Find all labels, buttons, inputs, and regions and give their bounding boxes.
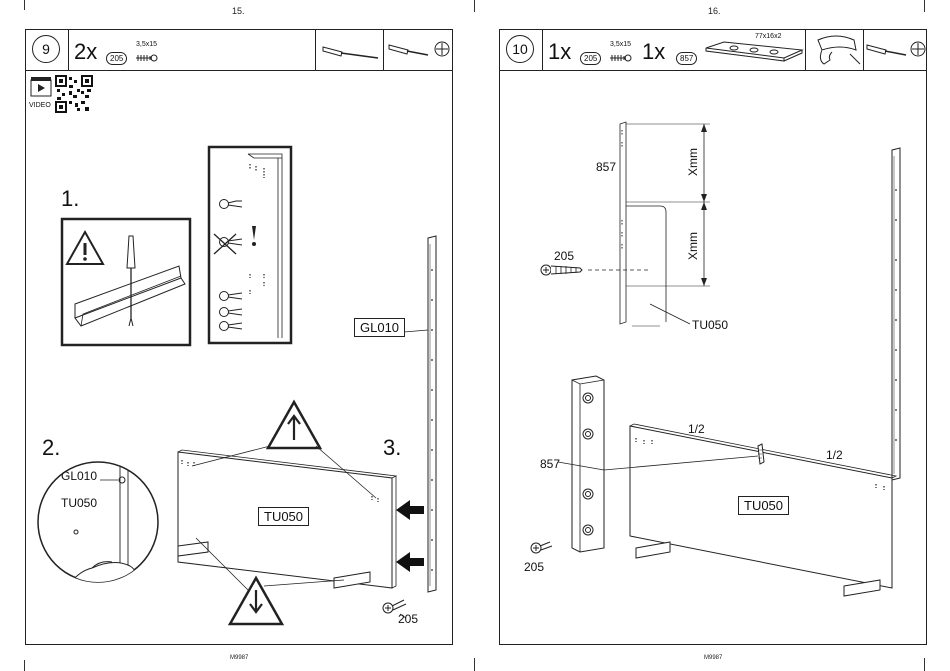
- label-half-left: 1/2: [688, 422, 705, 436]
- label-plate-857-top: 857: [596, 160, 616, 174]
- page-number-right: 16.: [708, 6, 721, 16]
- page-number-left: 15.: [232, 6, 245, 16]
- label-tu050-top: TU050: [692, 318, 728, 332]
- label-screw-205-top: 205: [554, 249, 574, 263]
- footer-code-right: M9987: [704, 655, 722, 661]
- footer-code-left: M9987: [230, 655, 248, 661]
- label-dimension-bottom: Xmm: [686, 232, 700, 260]
- label-tu050-panel: TU050: [258, 507, 309, 526]
- left-page-frame: 9 2x 205 3,5x15 VIDEO: [25, 29, 453, 645]
- right-page-frame: 10 1x 205 3,5x15 1x 857 77x16x2: [499, 29, 927, 645]
- label-half-right: 1/2: [826, 448, 843, 462]
- crop-mark: [24, 0, 25, 10]
- crop-mark: [924, 658, 925, 671]
- crop-mark: [474, 0, 475, 12]
- label-screw-205: 205: [398, 612, 418, 626]
- label-plate-857-mid: 857: [540, 457, 560, 471]
- label-dimension-top: Xmm: [686, 148, 700, 176]
- crop-mark: [24, 660, 25, 671]
- crop-mark: [924, 0, 925, 12]
- label-tu050-panel: TU050: [738, 496, 789, 515]
- label-screw-205-bottom: 205: [524, 560, 544, 574]
- assembly-drawing: [26, 30, 452, 644]
- crop-mark: [474, 658, 475, 671]
- plate-placement-drawing: [500, 30, 926, 644]
